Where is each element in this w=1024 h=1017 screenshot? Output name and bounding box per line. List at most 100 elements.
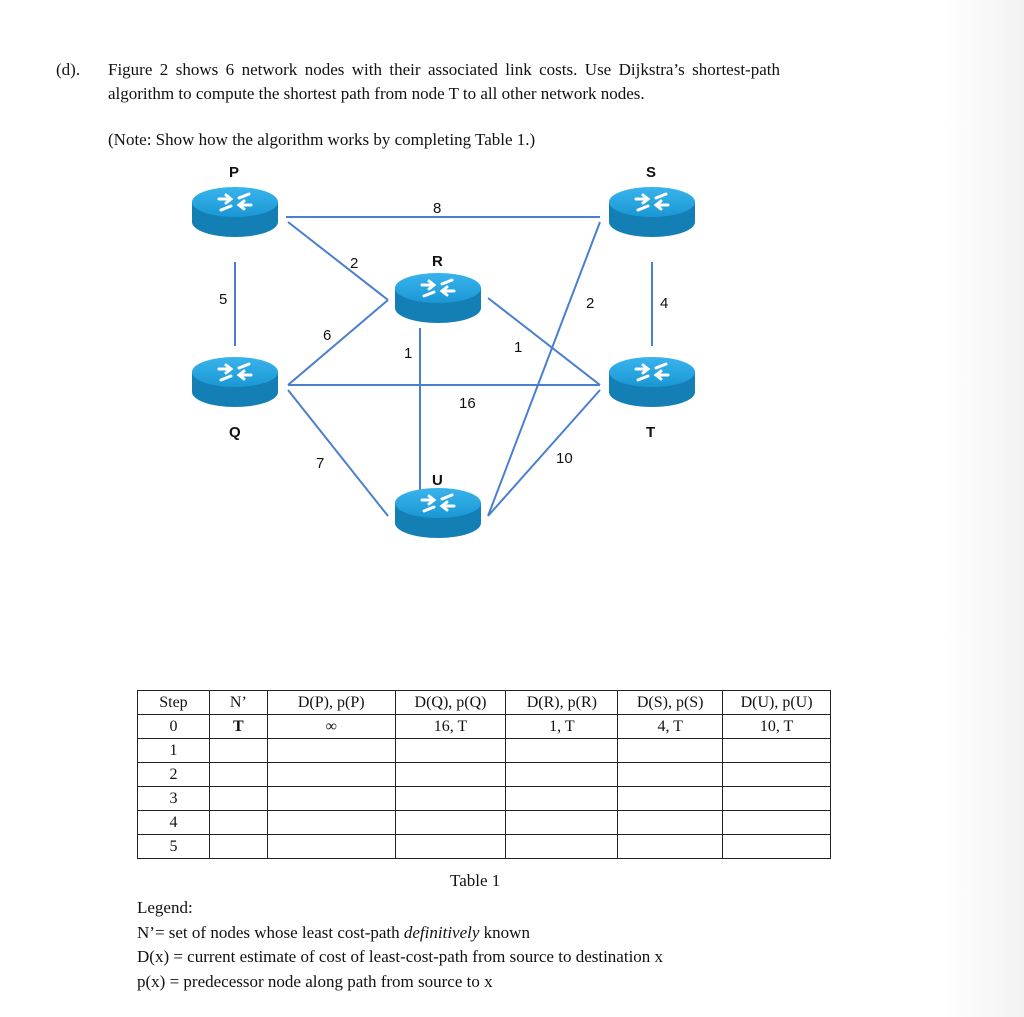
cost-label-q-t: 16 — [459, 395, 476, 412]
cost-label-r-u: 1 — [404, 345, 412, 362]
table-cell — [266, 834, 396, 859]
table-cell — [394, 834, 507, 859]
table-cell — [208, 786, 268, 811]
node-label-q: Q — [229, 424, 241, 441]
table-cell — [266, 738, 396, 763]
table-cell: 16, T — [394, 714, 507, 739]
column-header: D(Q), p(Q) — [394, 690, 507, 715]
question-paragraph: Figure 2 shows 6 network nodes with thei… — [108, 60, 780, 103]
cost-label-q-r: 6 — [323, 327, 331, 344]
table-cell: 1, T — [505, 714, 619, 739]
legend-text: N’= set of nodes whose least cost-path — [137, 922, 404, 942]
column-header: D(U), p(U) — [722, 690, 831, 715]
link-q-r — [287, 299, 389, 386]
table-cell — [617, 738, 724, 763]
table-cell — [722, 786, 831, 811]
link-q-u — [287, 389, 389, 517]
table-row: 0 T ∞ 16, T 1, T 4, T 10, T — [137, 714, 831, 739]
table-cell — [505, 786, 619, 811]
table-cell — [208, 762, 268, 787]
table-cell: 4 — [137, 810, 210, 835]
table-header-row: Step N’ D(P), p(P) D(Q), p(Q) D(R), p(R)… — [137, 690, 831, 715]
table-cell — [266, 786, 396, 811]
legend-text: known — [479, 922, 530, 942]
router-u — [393, 486, 483, 540]
table-caption: Table 1 — [450, 871, 501, 890]
node-label-t: T — [646, 424, 655, 441]
node-label-r: R — [432, 253, 443, 270]
legend-line-n: N’= set of nodes whose least cost-path d… — [137, 921, 663, 946]
column-header: D(S), p(S) — [617, 690, 724, 715]
table-cell — [266, 810, 396, 835]
column-header: D(R), p(R) — [505, 690, 619, 715]
table-cell — [505, 738, 619, 763]
link-s-u — [487, 221, 601, 517]
table-cell — [505, 834, 619, 859]
question-number: (d). — [56, 60, 81, 79]
table-row: 3 — [137, 786, 831, 811]
column-header: D(P), p(P) — [266, 690, 396, 715]
column-header: Step — [137, 690, 210, 715]
table-cell — [394, 786, 507, 811]
links — [234, 216, 653, 517]
link-p-u — [287, 221, 389, 301]
table-cell — [722, 810, 831, 835]
router-r — [393, 271, 483, 325]
table-cell — [505, 810, 619, 835]
cost-label-p-u: 2 — [350, 255, 358, 272]
cost-label-r-t: 1 — [514, 339, 522, 356]
table-cell — [722, 834, 831, 859]
table-cell — [208, 834, 268, 859]
router-q — [190, 355, 280, 409]
cost-label-t-u: 10 — [556, 450, 573, 467]
table-cell: 0 — [137, 714, 210, 739]
table-cell: ∞ — [266, 714, 396, 739]
cost-label-p-q: 5 — [219, 291, 227, 308]
legend-title: Legend: — [137, 898, 193, 917]
link-t-u — [487, 389, 601, 517]
table-cell — [208, 810, 268, 835]
table-cell: 1 — [137, 738, 210, 763]
network-figure: P S R Q T U 8 5 2 6 1 1 2 4 16 7 10 — [190, 164, 697, 540]
table-cell — [722, 762, 831, 787]
table-cell — [505, 762, 619, 787]
table-cell: T — [208, 714, 268, 739]
table-cell: 3 — [137, 786, 210, 811]
table-cell: 4, T — [617, 714, 724, 739]
table-row: 5 — [137, 834, 831, 859]
table-cell: 10, T — [722, 714, 831, 739]
table-cell — [617, 786, 724, 811]
legend-line-p: p(x) = predecessor node along path from … — [137, 971, 493, 991]
table-cell — [266, 762, 396, 787]
cost-label-s-u: 2 — [586, 295, 594, 312]
table-cell: 2 — [137, 762, 210, 787]
question-text: Figure 2 shows 6 network nodes with thei… — [108, 58, 780, 106]
column-header: N’ — [208, 690, 268, 715]
table-cell — [722, 738, 831, 763]
table-row: 2 — [137, 762, 831, 787]
dijkstra-table: Step N’ D(P), p(P) D(Q), p(Q) D(R), p(R)… — [137, 690, 831, 859]
page-edge-shadow — [944, 0, 1024, 1017]
cost-label-p-s: 8 — [433, 200, 441, 217]
table-cell — [617, 762, 724, 787]
table-cell: 5 — [137, 834, 210, 859]
table-row: 1 — [137, 738, 831, 763]
table-cell — [394, 762, 507, 787]
legend-emphasis: definitively — [403, 922, 480, 942]
node-label-p: P — [229, 164, 239, 181]
table-cell — [208, 738, 268, 763]
table-cell — [617, 810, 724, 835]
table-cell — [617, 834, 724, 859]
router-p — [190, 185, 280, 239]
cost-label-s-t: 4 — [660, 295, 668, 312]
legend: Legend: N’= set of nodes whose least cos… — [137, 896, 663, 994]
node-label-u: U — [432, 472, 443, 489]
table-cell — [394, 738, 507, 763]
question-note: (Note: Show how the algorithm works by c… — [108, 130, 536, 149]
router-s — [607, 185, 697, 239]
table-cell — [394, 810, 507, 835]
link-r-t — [487, 297, 601, 386]
router-t — [607, 355, 697, 409]
legend-line-d: D(x) = current estimate of cost of least… — [137, 947, 664, 966]
cost-label-q-u: 7 — [316, 455, 324, 472]
